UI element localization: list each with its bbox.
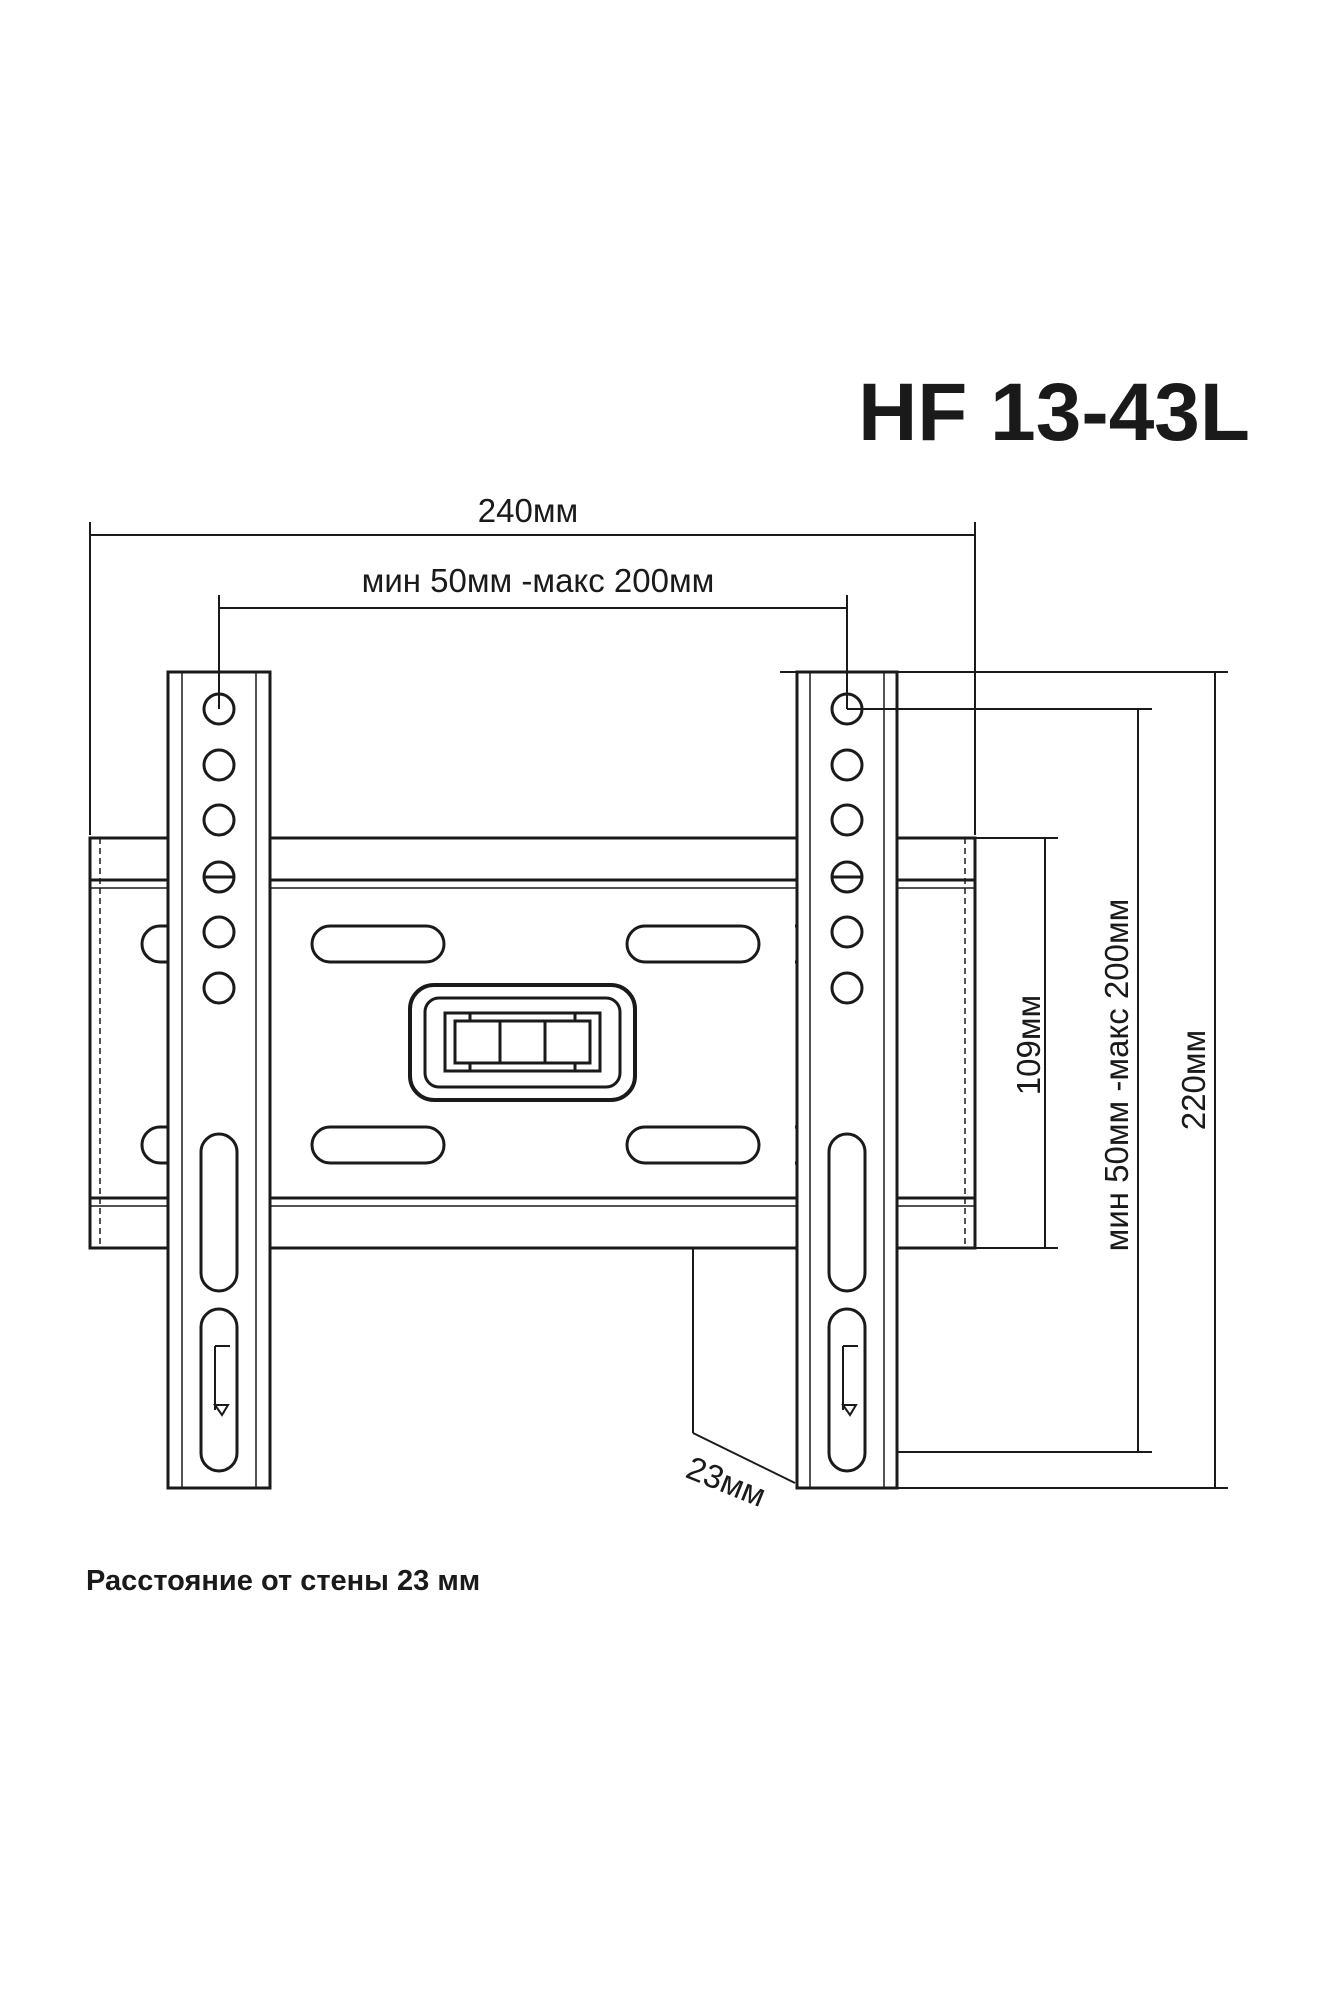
mount-hole [202, 803, 236, 837]
dim-hole-horizontal: мин 50мм -макс 200мм [362, 562, 715, 599]
dim-hole-vertical: мин 50мм -макс 200мм [1098, 899, 1135, 1252]
rail-slot [625, 924, 761, 964]
bracket-slot [199, 1132, 239, 1293]
bracket-slot [199, 1307, 239, 1473]
rail-slot [625, 1125, 761, 1165]
bracket-slot [827, 1132, 867, 1293]
mount-hole [830, 803, 864, 837]
bracket-slot [827, 1307, 867, 1473]
center-lock [408, 983, 637, 1102]
dimension-lines [89, 522, 1228, 1489]
mount-hole [202, 748, 236, 782]
mount-hole [830, 915, 864, 949]
mount-hole [202, 971, 236, 1005]
dim-total-height: 220мм [1175, 1030, 1212, 1130]
mount-hole [830, 748, 864, 782]
dim-rail-height: 109мм [1010, 995, 1047, 1095]
mount-hole [830, 971, 864, 1005]
rail-slot [310, 924, 446, 964]
dim-total-width: 240мм [478, 492, 578, 529]
right-vertical-bracket [795, 670, 899, 1490]
model-title: HF 13-43L [858, 367, 1250, 458]
mount-hole [202, 915, 236, 949]
left-vertical-bracket [166, 670, 272, 1490]
rail-slot [310, 1125, 446, 1165]
wall-distance-caption: Расстояние от стены 23 мм [86, 1565, 480, 1597]
dim-wall-distance: 23мм [681, 1449, 771, 1514]
